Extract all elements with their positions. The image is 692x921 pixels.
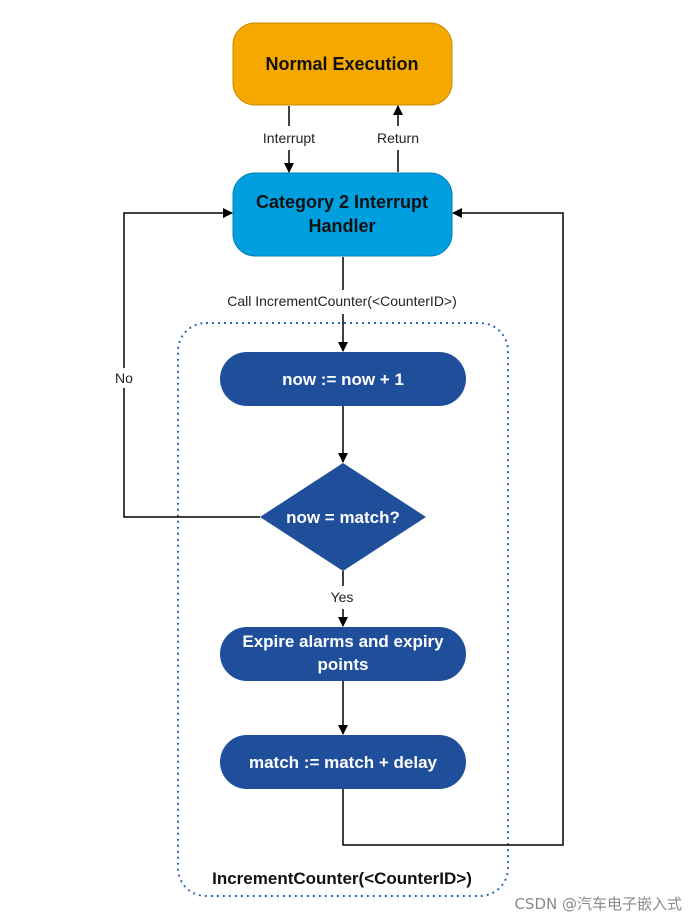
expire-alarms-node: Expire alarms and expiry points (220, 627, 466, 681)
return-to-handler-arrow (342, 208, 564, 846)
no-loop-arrow (123, 208, 260, 518)
expire-alarms-label-line1: Expire alarms and expiry (242, 632, 444, 651)
watermark-text: CSDN @汽车电子嵌入式 (514, 895, 682, 913)
normal-execution-label: Normal Execution (265, 54, 418, 74)
match-decision-label: now = match? (286, 508, 400, 527)
interrupt-edge-label: Interrupt (263, 130, 315, 146)
normal-execution-node: Normal Execution (232, 22, 453, 106)
interrupt-handler-node: Category 2 Interrupt Handler (232, 172, 453, 257)
return-edge-label: Return (377, 130, 419, 146)
expire-alarms-label-line2: points (318, 655, 369, 674)
update-match-label: match := match + delay (249, 753, 438, 772)
increment-now-node: now := now + 1 (220, 352, 466, 406)
interrupt-handler-label-line2: Handler (308, 216, 375, 236)
call-edge-label: Call IncrementCounter(<CounterID>) (227, 293, 457, 309)
match-decision-node: now = match? (260, 463, 426, 571)
no-edge-label: No (115, 370, 133, 386)
increment-now-label: now := now + 1 (282, 370, 404, 389)
interrupt-handler-label-line1: Category 2 Interrupt (256, 192, 428, 212)
increment-counter-container (177, 322, 509, 897)
update-match-node: match := match + delay (220, 735, 466, 789)
container-label: IncrementCounter(<CounterID>) (212, 869, 472, 888)
yes-edge-label: Yes (331, 589, 354, 605)
